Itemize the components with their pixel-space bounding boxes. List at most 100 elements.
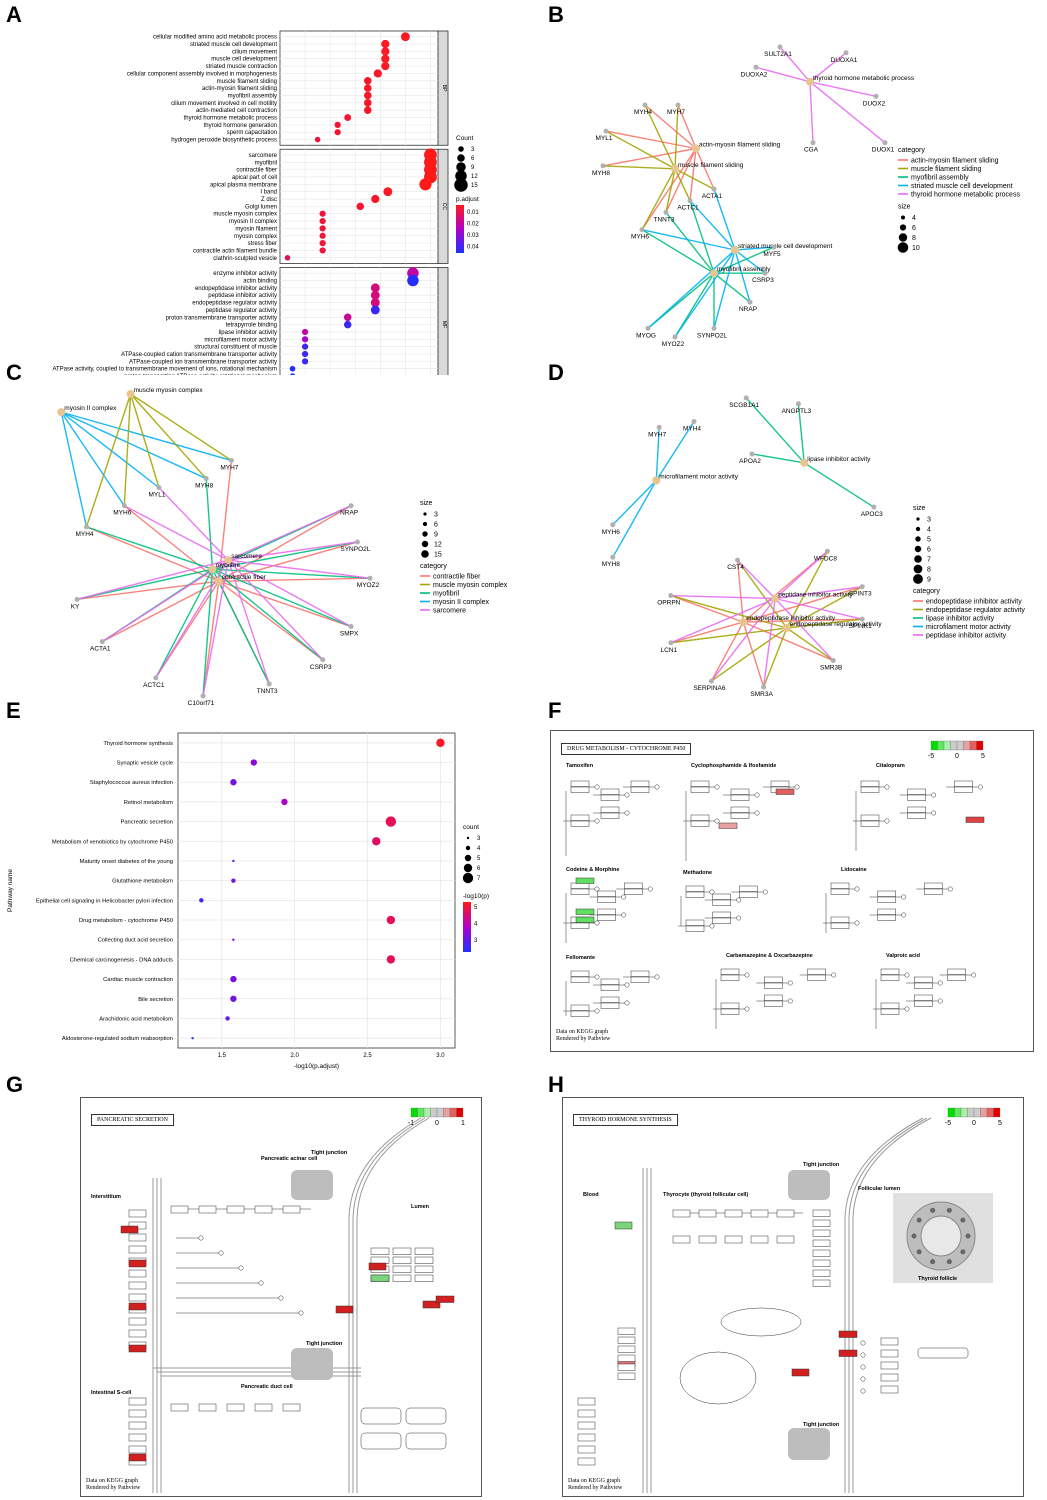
follicle-cell-nucleus	[930, 1259, 936, 1265]
gene-box	[698, 1235, 717, 1244]
gene-node-label: NRAP	[739, 306, 757, 313]
gene-box	[690, 814, 710, 821]
gene-node-label: SMPX	[340, 631, 359, 638]
gene-box	[739, 885, 758, 892]
gene-box	[807, 968, 826, 975]
compound-node	[860, 1388, 866, 1394]
gene-box	[860, 814, 880, 821]
legend-category-title: category	[420, 563, 447, 570]
gene-node	[795, 401, 801, 407]
gene-box	[830, 888, 850, 895]
kegg-section-label: Tamoxifen	[566, 763, 594, 769]
gene-box	[128, 1245, 147, 1254]
data-dot	[343, 313, 352, 322]
compound-node	[860, 1340, 866, 1346]
kegg-map-footer: Data on KEGG graph Rendered by Pathview	[556, 1029, 610, 1043]
legend-category-label: thyroid hormone metabolic process	[911, 192, 1020, 199]
term-node	[806, 77, 814, 86]
gene-node-label: MYH8	[602, 561, 620, 568]
gene-box	[954, 780, 973, 787]
term-node	[739, 618, 748, 627]
kegg-section-label: Methadone	[683, 870, 712, 876]
scale-swatch	[976, 740, 984, 751]
network-edge	[60, 411, 160, 489]
gene-box	[392, 1256, 412, 1264]
scale-swatch	[956, 740, 964, 751]
scale-swatch	[930, 740, 938, 751]
legend-size-dot	[899, 224, 907, 231]
follicle-cell-nucleus	[960, 1217, 966, 1223]
gene-node-label: MYOZ2	[662, 341, 685, 348]
x-tick-label: 3.0	[436, 1053, 445, 1059]
gene-box	[724, 1235, 743, 1244]
gene-box	[597, 914, 616, 921]
term-node	[126, 390, 135, 398]
y-axis-title: Pathway name	[7, 869, 14, 912]
legend-size-dot	[457, 154, 465, 162]
term-label: actin-myosin filament sliding	[202, 86, 277, 92]
network-edge	[786, 627, 834, 662]
network-edge	[602, 165, 676, 170]
legend-size-label: 8	[927, 567, 931, 574]
kegg-section-label: Tight junction	[306, 1341, 343, 1347]
network-edge	[641, 148, 697, 231]
gene-node-label: KY	[71, 603, 80, 610]
gene-node	[74, 596, 80, 602]
gene-box	[775, 788, 795, 795]
legend-category-label: muscle myosin complex	[433, 582, 508, 589]
gene-node	[711, 186, 717, 192]
data-dot	[334, 121, 341, 128]
gene-box	[600, 812, 620, 819]
network-edge	[670, 594, 744, 623]
gene-box	[392, 1274, 412, 1282]
term-label: actin-mediated cell contraction	[196, 108, 277, 114]
scale-swatch	[456, 1107, 464, 1118]
network-edge	[775, 586, 863, 600]
scale-swatch	[449, 1107, 457, 1118]
data-dot	[372, 837, 381, 846]
organelle-outline	[720, 1307, 802, 1337]
gene-node	[153, 675, 159, 681]
pathway-label: Aldosterone-regulated sodium reabsorptio…	[62, 1036, 173, 1042]
network-edge	[710, 627, 788, 682]
gene-box	[672, 1209, 691, 1218]
legend-size-label: 5	[927, 537, 931, 544]
legend-size-label: 9	[471, 165, 475, 171]
term-label: apical part of cell	[232, 175, 277, 181]
gene-box	[128, 1209, 147, 1218]
network-edge	[670, 594, 787, 629]
term-label: microfilament motor activity	[204, 337, 277, 343]
network-edge	[60, 411, 125, 507]
gene-node	[830, 657, 836, 663]
gene-node	[610, 522, 616, 528]
term-label: cellular component assembly involved in …	[127, 71, 277, 77]
gene-box	[720, 1008, 740, 1015]
compound-node	[854, 920, 860, 926]
legend-color-bar	[456, 205, 464, 253]
gene-box	[880, 1385, 899, 1394]
network-edge	[212, 568, 324, 661]
compound-node	[714, 784, 720, 790]
gene-box	[812, 1239, 831, 1247]
gene-box	[575, 916, 595, 923]
legend-size-dot	[466, 836, 470, 840]
legend-size-dot	[915, 526, 921, 532]
gene-box	[617, 1345, 636, 1353]
compound-node	[937, 998, 943, 1004]
gene-node-label: TNNT3	[257, 688, 278, 695]
kegg-section-label: Lidocaine	[841, 867, 867, 873]
compound-node	[594, 1008, 600, 1014]
gene-node-label: MYL1	[596, 135, 613, 142]
term-label: thyroid hormone generation	[204, 123, 277, 129]
kegg-section-label: Intestinal S-cell	[91, 1390, 132, 1396]
gene-box	[600, 788, 620, 795]
gene-box	[600, 984, 620, 991]
term-node	[214, 577, 223, 586]
network-edge	[755, 66, 811, 83]
gene-box	[128, 1433, 147, 1442]
gene-box	[812, 1269, 831, 1277]
compound-node	[937, 980, 943, 986]
term-label: myofibril	[255, 160, 277, 166]
legend-category-label: muscle filament sliding	[911, 166, 982, 173]
term-node	[57, 408, 66, 417]
